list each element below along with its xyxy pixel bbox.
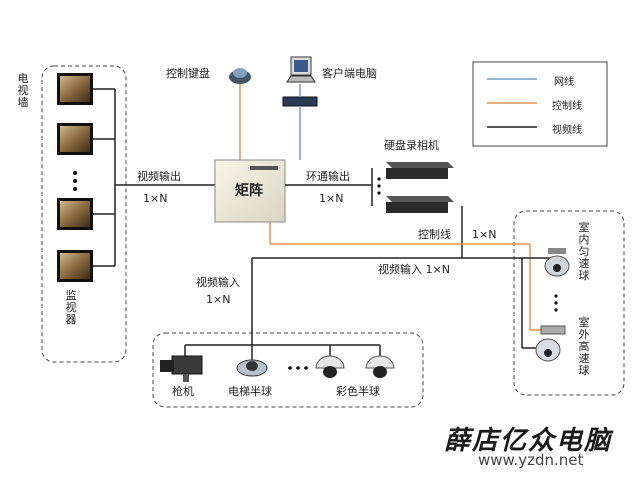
legend-label-video: 视频线 [552, 125, 582, 136]
dvr-label: 硬盘录相机 [384, 139, 439, 152]
elevator-dome-label: 电梯半球 [228, 385, 272, 398]
color-dome-device-2 [365, 355, 395, 378]
monitor-4 [57, 250, 93, 282]
ellipsis-dot [73, 179, 77, 183]
control-lines-domes [269, 222, 546, 331]
color-dome-label: 彩色半球 [336, 385, 380, 398]
loop-output-label: 环通输出 [306, 170, 350, 183]
legend-box [472, 61, 608, 147]
video-output-ratio: 1×N [143, 192, 168, 205]
matrix-device [214, 159, 286, 223]
gun-camera-device [160, 355, 203, 382]
monitor-3 [57, 198, 93, 230]
monitor-1 [57, 73, 93, 105]
indoor-dome-device [544, 248, 570, 277]
video-input-bottom-label: 视频输入 [196, 276, 240, 289]
ellipsis-dot [377, 184, 381, 188]
dvr-device-2 [386, 196, 454, 213]
monitor-2 [57, 123, 93, 155]
loop-output-lines [285, 168, 373, 206]
ellipsis-dot [554, 308, 558, 312]
ellipsis-dot [73, 171, 77, 175]
video-output-label: 视频输出 [137, 170, 181, 183]
control-keyboard-device [229, 68, 251, 84]
video-input-lines [184, 257, 551, 360]
elevator-dome-device [236, 359, 268, 377]
watermark-title: 薛店亿众电脑 [444, 426, 613, 456]
client-pc-device [286, 56, 316, 83]
indoor-dome-label: 室内匀速球 [578, 221, 590, 282]
tv-wall-label: 电视墙 [17, 72, 29, 109]
ellipsis-dot [296, 366, 300, 370]
color-dome-device-1 [315, 355, 345, 378]
control-line-label: 控制线 [418, 228, 451, 241]
control-keyboard-label: 控制键盘 [166, 67, 210, 80]
dome-group [513, 210, 625, 396]
ellipsis-dot [288, 366, 292, 370]
video-input-bottom-ratio: 1×N [206, 293, 231, 306]
network-switch [282, 96, 318, 107]
legend-label-network: 网线 [554, 77, 574, 88]
ellipsis-dot [554, 301, 558, 305]
camera-group [152, 332, 424, 408]
tv-wall-group [41, 65, 127, 363]
monitors-label: 监视器 [65, 289, 77, 326]
ellipsis-dot [554, 294, 558, 298]
outdoor-dome-label: 室外高速球 [578, 316, 590, 377]
outdoor-dome-device [535, 325, 566, 362]
video-output-lines [93, 88, 215, 267]
video-input-right-label: 视频输入 1×N [378, 263, 450, 276]
matrix-label: 矩阵 [235, 183, 263, 199]
ellipsis-dot [377, 191, 381, 195]
ellipsis-dot [377, 177, 381, 181]
client-pc-label: 客户端电脑 [322, 67, 377, 80]
legend-label-control: 控制线 [552, 101, 582, 112]
ellipsis-dot [73, 187, 77, 191]
loop-output-ratio: 1×N [319, 192, 344, 205]
watermark-url: www.yzdn.net [478, 451, 584, 469]
control-line-ratio: 1×N [472, 228, 497, 241]
dvr-device-1 [386, 162, 454, 179]
ellipsis-dot [304, 366, 308, 370]
gun-camera-label: 枪机 [172, 385, 194, 398]
